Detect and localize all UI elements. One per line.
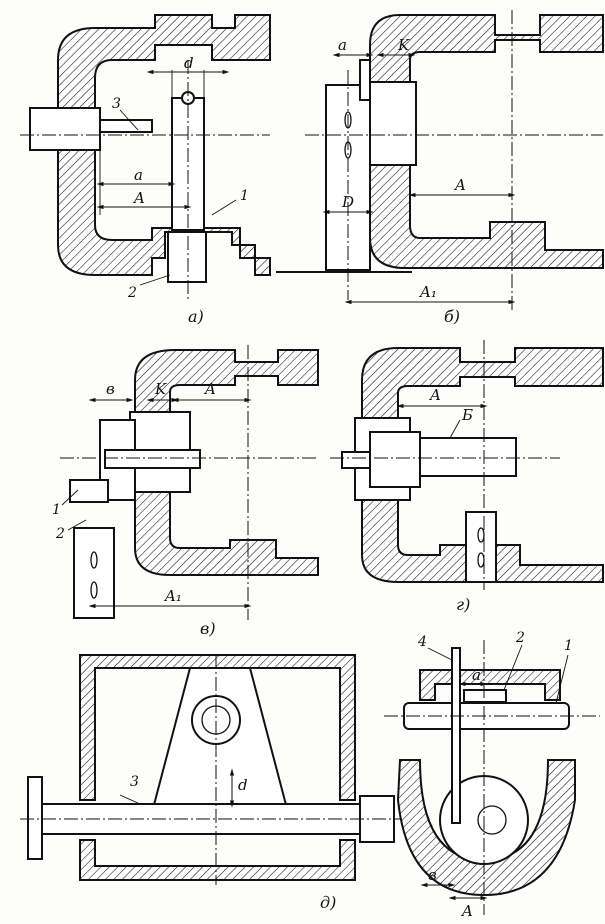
part-number-3-d: 3 xyxy=(130,774,139,790)
panel-a: d a A 1 2 3 а) xyxy=(20,14,271,326)
slot-g1 xyxy=(477,527,485,543)
label-a-a: a xyxy=(134,166,143,184)
leader-2-a xyxy=(139,274,171,286)
boss-b xyxy=(369,81,417,166)
bushing-2-a xyxy=(167,231,207,283)
label-v-d: в xyxy=(428,866,437,884)
boss-a xyxy=(29,107,101,151)
block-2-d xyxy=(463,689,507,703)
leader-2-d xyxy=(503,644,523,691)
caption-v: в) xyxy=(200,619,216,638)
housing-wall-d-left xyxy=(79,654,356,881)
leader-1-d xyxy=(555,654,569,704)
part-number-2-d: 2 xyxy=(515,630,525,646)
slot-v1 xyxy=(90,551,98,569)
label-K-v: K xyxy=(154,380,167,398)
shaft-g xyxy=(419,437,517,477)
panel-b: a K A D A₁ б) xyxy=(276,10,604,326)
panel-d: 3 d д) 4 2 1 a в A xyxy=(20,630,600,920)
rod-3-a xyxy=(99,119,153,133)
panel-v: в K A A₁ 1 2 в) xyxy=(52,345,319,638)
caption-g: г) xyxy=(456,595,470,614)
stand-v xyxy=(73,527,115,619)
part-number-1-d: 1 xyxy=(564,638,573,654)
label-a-d: a xyxy=(472,666,481,684)
part-number-2-v: 2 xyxy=(55,526,65,542)
label-A-d: A xyxy=(460,902,473,920)
label-B-g: Б xyxy=(461,406,473,424)
gauge-1-v xyxy=(69,479,109,503)
label-K-b: K xyxy=(397,36,410,54)
rod-4-d xyxy=(451,647,461,824)
flange-d xyxy=(27,776,43,860)
label-A-b: A xyxy=(453,176,466,194)
label-A-a: A xyxy=(132,189,145,207)
leader-1-v xyxy=(61,489,79,506)
label-v-v: в xyxy=(106,380,115,398)
part-number-1-v: 1 xyxy=(52,502,61,518)
screw-v xyxy=(104,449,201,469)
part-number-4-d: 4 xyxy=(417,634,427,650)
label-A1-v: A₁ xyxy=(163,587,182,605)
probe-b xyxy=(359,59,371,101)
caption-a: а) xyxy=(188,307,204,326)
caption-b: б) xyxy=(444,307,460,326)
stand-g xyxy=(465,511,497,583)
label-A1-b: A₁ xyxy=(418,283,437,301)
part-number-1-a: 1 xyxy=(240,188,249,204)
leader-2-v xyxy=(67,519,87,531)
label-d-a: d xyxy=(184,54,194,72)
leader-1-a xyxy=(211,199,237,216)
mandrel-g xyxy=(369,431,421,488)
nut-g xyxy=(341,451,371,469)
label-A-g: A xyxy=(428,386,441,404)
caption-d: д) xyxy=(320,893,336,912)
panel-g: A Б г) xyxy=(330,340,604,614)
leader-3-d xyxy=(119,794,141,805)
label-A-v: A xyxy=(203,380,216,398)
leader-B-g xyxy=(449,419,461,439)
label-a-b: a xyxy=(338,36,347,54)
part-number-2-a: 2 xyxy=(127,285,137,301)
leader-4-d xyxy=(427,647,453,661)
disc-bore-d xyxy=(477,805,507,835)
slot-g2 xyxy=(477,552,485,568)
leader-3-a xyxy=(119,109,139,131)
part-number-3-a: 3 xyxy=(112,96,121,112)
label-d-d: d xyxy=(238,776,248,794)
slot-v2 xyxy=(90,581,98,599)
label-D-b: D xyxy=(341,193,354,211)
